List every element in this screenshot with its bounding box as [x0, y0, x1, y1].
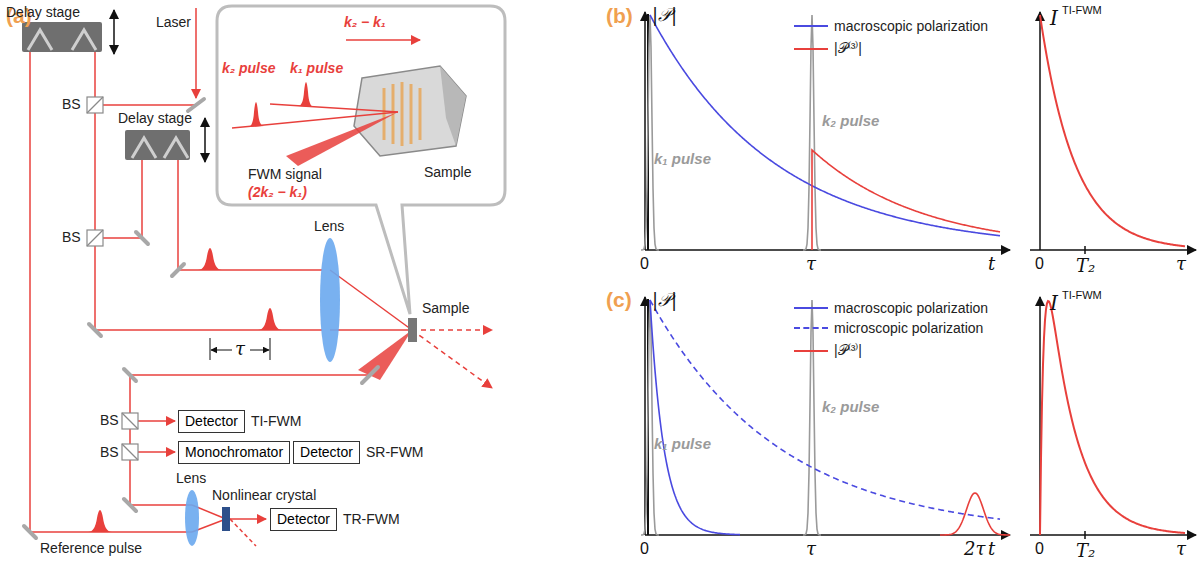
label: 0 [1035, 255, 1044, 273]
label: τ [806, 253, 816, 274]
label: t [988, 253, 995, 274]
label: τ [235, 338, 245, 359]
label: I [1050, 291, 1058, 315]
plot-curves [641, 15, 1185, 535]
instrument-box: Detector [178, 410, 245, 433]
label: BS [100, 412, 119, 428]
label: 2τ [964, 538, 985, 559]
label: BS [62, 96, 81, 112]
signal-curve [812, 150, 1000, 250]
legend-entry: macroscopic polarization [794, 18, 988, 34]
label: 0 [640, 540, 649, 558]
box-text: Detector [185, 413, 238, 429]
label: Nonlinear crystal [212, 487, 316, 503]
panel-a [22, 6, 505, 546]
label: SR-FWM [366, 444, 424, 460]
box-text: Monochromator [185, 444, 283, 460]
legend-line-sample [794, 327, 828, 329]
label: |𝒫| [652, 4, 677, 26]
signal-curve [940, 493, 1010, 535]
signal-curve [1040, 15, 1185, 246]
signal-curve [641, 15, 659, 250]
instrument-box: Detector [293, 441, 360, 464]
legend-line-sample [794, 48, 828, 50]
label: (b) [606, 4, 633, 28]
label: k₂ pulse [222, 60, 276, 76]
label: τ [1176, 253, 1186, 274]
label: T₂ [1076, 540, 1095, 561]
label: 0 [640, 255, 649, 273]
legend-text: macroscopic polarization [834, 18, 988, 34]
label: BS [100, 444, 119, 460]
label: Delay stage [118, 110, 192, 126]
label: τ [806, 538, 816, 559]
label: BS [62, 229, 81, 245]
label: (c) [606, 288, 632, 312]
signal-curve [641, 300, 659, 535]
label: Sample [424, 164, 471, 180]
instrument-box: Monochromator [178, 441, 290, 464]
label: Lens [314, 218, 344, 234]
legend-text: microscopic polarization [834, 320, 983, 336]
label: TI-FWM [1062, 4, 1102, 16]
instrument-box: Detector [270, 508, 337, 531]
label: TI-FWM [251, 413, 302, 429]
label: k₁ pulse [654, 435, 711, 452]
legend-entry: |𝒫⁽³⁾| [794, 40, 862, 57]
label: k₁ pulse [290, 60, 343, 76]
label: TI-FWM [1062, 289, 1102, 301]
label: Sample [422, 300, 469, 316]
signal-curve [650, 300, 1000, 519]
label: (2k₂ − k₁) [248, 184, 307, 200]
legend-entry: microscopic polarization [794, 320, 983, 336]
legend-line-sample [794, 307, 828, 309]
legend-entry: macroscopic polarization [794, 300, 988, 316]
label: k₂ − k₁ [344, 14, 386, 30]
label: k₂ pulse [822, 112, 879, 129]
signal-curve [1040, 301, 1185, 535]
legend-text: |𝒫⁽³⁾| [834, 40, 862, 57]
signal-curve [803, 300, 821, 535]
label: Delay stage [6, 4, 80, 20]
box-text: Detector [277, 511, 330, 527]
label: k₂ pulse [822, 398, 879, 415]
label: k₁ pulse [654, 150, 711, 167]
label: |𝒫| [652, 289, 677, 311]
legend-text: |𝒫⁽³⁾| [834, 342, 862, 359]
signal-curve [650, 15, 1000, 236]
plot-axes [645, 12, 1196, 539]
label: 0 [1035, 540, 1044, 558]
legend-text: macroscopic polarization [834, 300, 988, 316]
legend-entry: |𝒫⁽³⁾| [794, 342, 862, 359]
label: T₂ [1076, 255, 1095, 276]
label: t [988, 538, 995, 559]
label: Lens [176, 470, 206, 486]
label: Reference pulse [40, 540, 142, 556]
signal-curve [650, 300, 740, 535]
label: τ [1176, 538, 1186, 559]
label: FWM signal [248, 166, 322, 182]
label: TR-FWM [343, 511, 400, 527]
label: I [1050, 6, 1058, 30]
box-text: Detector [300, 444, 353, 460]
legend-line-sample [794, 350, 828, 352]
label: Laser [156, 14, 191, 30]
legend-line-sample [794, 25, 828, 27]
